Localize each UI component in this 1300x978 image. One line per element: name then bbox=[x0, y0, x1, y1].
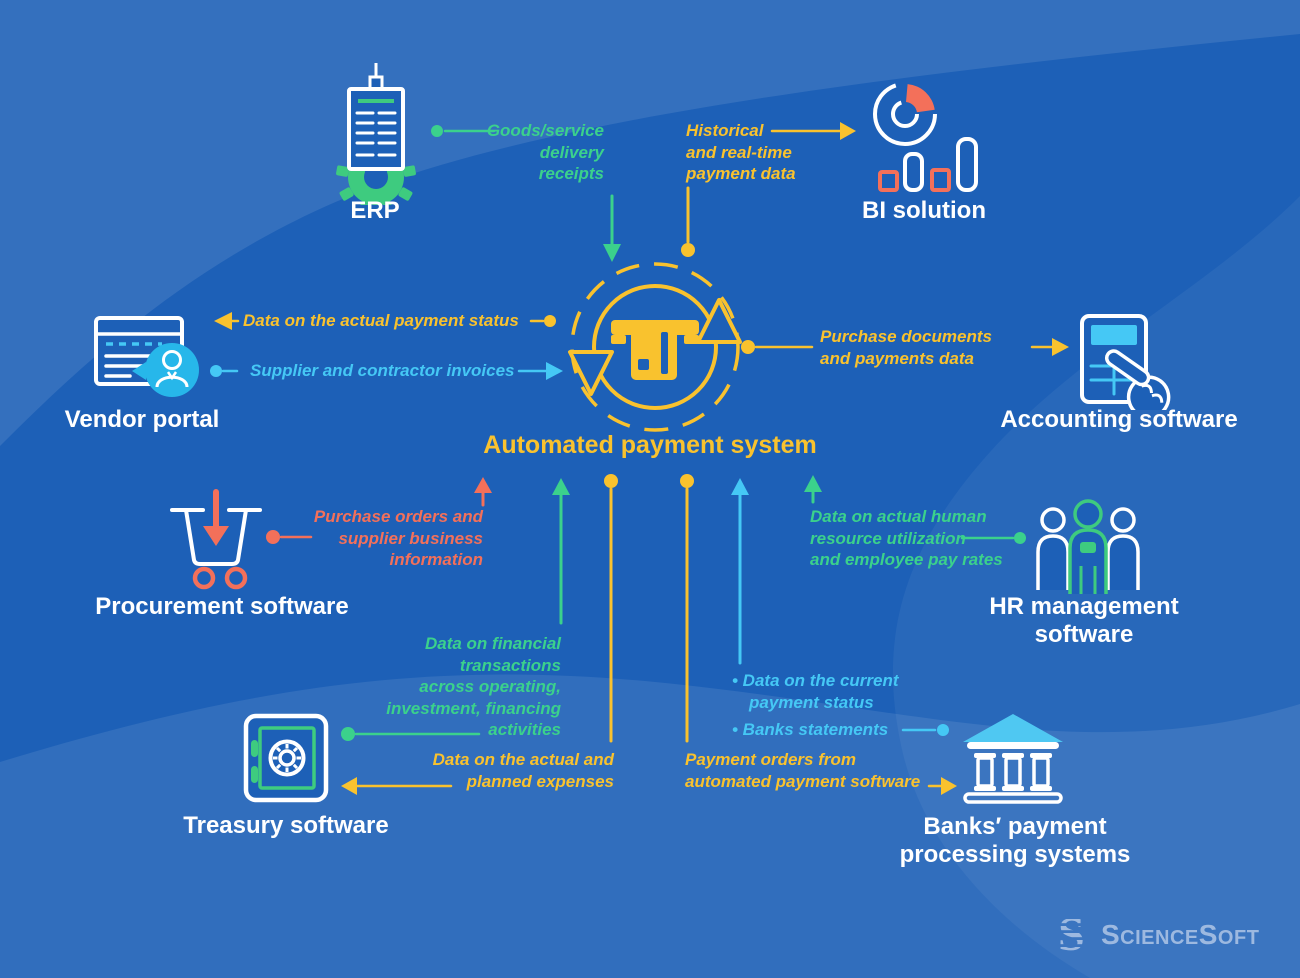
flow-label-procurement-to-aps: Purchase orders and supplier business in… bbox=[313, 507, 483, 569]
treasury-software-label: Treasury software bbox=[183, 812, 389, 839]
donut-chart-icon bbox=[873, 82, 937, 146]
automated-payment-system-icon bbox=[568, 262, 742, 432]
person-bubble-icon bbox=[132, 343, 199, 397]
flow-label-vendor-to-aps: Supplier and contractor invoices bbox=[250, 361, 515, 380]
dial-icon bbox=[268, 739, 306, 777]
flow-label-banks-to-aps-status: • Data on the current payment status bbox=[732, 671, 899, 712]
flow-label-erp-to-aps: Goods/service delivery receipts bbox=[486, 121, 604, 183]
bank-roof-icon bbox=[963, 714, 1063, 742]
flow-label-aps-to-treasury: Data on the actual and planned expenses bbox=[432, 750, 614, 791]
person-center-icon bbox=[1068, 499, 1108, 594]
flow-erp-to-aps-connector bbox=[431, 125, 621, 262]
treasury-safe-icon bbox=[243, 713, 329, 803]
flow-label-banks-to-aps-statements: • Banks statements bbox=[732, 720, 889, 739]
sciencesoft-logo-mark-icon: S bbox=[1058, 912, 1085, 958]
flow-label-aps-to-vendor: Data on the actual payment status bbox=[243, 311, 519, 330]
erp-label: ERP bbox=[350, 197, 400, 224]
bank-icon bbox=[963, 714, 1063, 804]
vendor-portal-icon bbox=[94, 316, 199, 397]
hr-management-software-label: HR management software bbox=[989, 593, 1179, 648]
cycle-arrow-up-icon bbox=[696, 298, 742, 344]
pointing-hand-icon bbox=[1104, 349, 1171, 410]
bi-solution-icon bbox=[873, 82, 978, 192]
flow-aps-to-banks-connector bbox=[680, 474, 957, 795]
banks-payment-systems-label: Banks′ payment processing systems bbox=[899, 813, 1131, 868]
flow-label-hr-to-aps: Data on actual human resource utilizatio… bbox=[810, 507, 1003, 569]
cycle-arrow-down-icon bbox=[568, 350, 614, 396]
procurement-software-icon bbox=[170, 489, 262, 590]
flow-label-aps-to-banks: Payment orders from automated payment so… bbox=[685, 750, 921, 791]
flow-procurement-to-aps-connector bbox=[266, 477, 492, 544]
flow-banks-to-aps-connector bbox=[731, 478, 949, 736]
flow-label-aps-to-bi: Historical and real-time payment data bbox=[686, 121, 796, 183]
flow-vendor-to-aps-connector bbox=[210, 362, 563, 380]
flow-aps-to-accounting-connector bbox=[741, 338, 1069, 356]
bi-solution-label: BI solution bbox=[862, 197, 986, 224]
flow-aps-to-vendor-connector bbox=[214, 312, 556, 330]
flow-aps-to-bi-connector bbox=[681, 122, 856, 257]
automated-payment-system-title: Automated payment system bbox=[483, 431, 817, 459]
bar-chart-icon bbox=[878, 137, 978, 192]
flow-aps-to-treasury-connector bbox=[341, 474, 618, 795]
accounting-software-icon bbox=[1080, 314, 1171, 410]
dashed-circle-icon bbox=[570, 262, 740, 432]
svg-text:S: S bbox=[1058, 912, 1085, 958]
erp-icon bbox=[336, 63, 416, 205]
sciencesoft-logo: S ScienceSoft bbox=[1058, 912, 1259, 958]
atm-slot-icon bbox=[611, 320, 699, 380]
building-icon bbox=[347, 87, 405, 171]
procurement-software-label: Procurement software bbox=[95, 593, 349, 620]
hr-team-icon bbox=[1036, 499, 1140, 594]
flow-label-aps-to-accounting: Purchase documents and payments data bbox=[820, 327, 992, 368]
arrow-down-icon bbox=[203, 526, 229, 546]
vendor-portal-label: Vendor portal bbox=[64, 406, 220, 433]
accounting-software-label: Accounting software bbox=[1000, 406, 1238, 433]
cart-icon bbox=[170, 508, 262, 566]
sciencesoft-logo-text: ScienceSoft bbox=[1101, 919, 1260, 950]
flow-hr-to-aps-connector bbox=[804, 475, 1026, 544]
bank-columns-icon bbox=[974, 753, 1052, 791]
flow-label-treasury-to-aps: Data on financial transactions across op… bbox=[386, 634, 561, 739]
flow-treasury-to-aps-connector bbox=[341, 478, 570, 741]
